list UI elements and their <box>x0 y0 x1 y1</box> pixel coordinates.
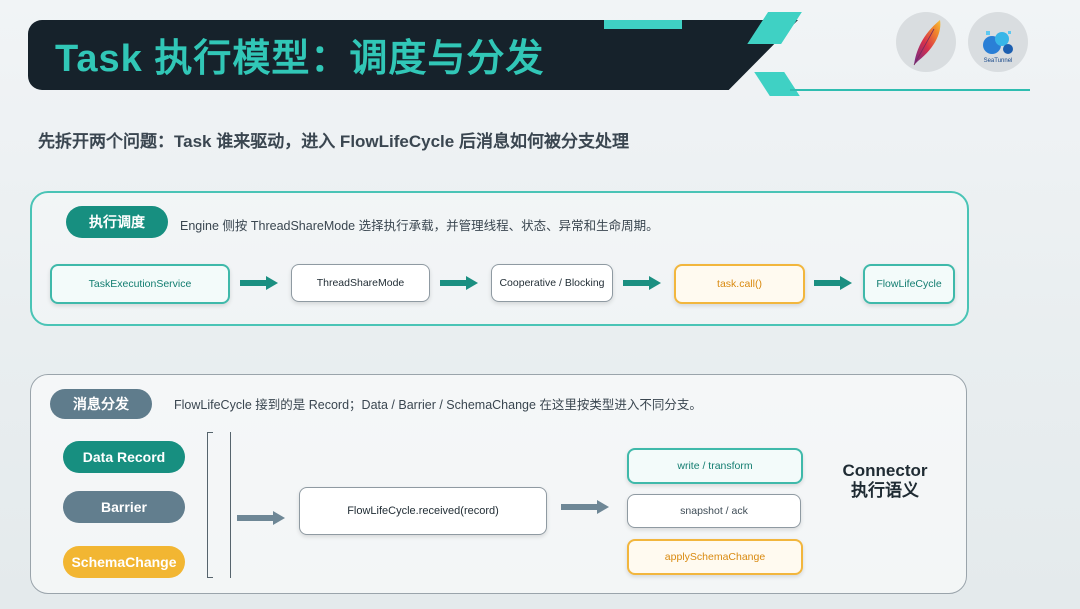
header-underline <box>790 89 1030 91</box>
feather-logo <box>896 12 956 72</box>
feather-icon <box>913 20 941 66</box>
node-cooperative-blocking: Cooperative / Blocking <box>491 264 613 302</box>
dispatch-label: 消息分发 <box>50 389 152 419</box>
dispatch-panel <box>30 374 967 594</box>
arrow-1 <box>240 276 278 290</box>
seatunnel-logo-text: SeaTunnel <box>983 58 1013 64</box>
output-apply-schema-change: applySchemaChange <box>627 539 803 575</box>
output-write-transform: write / transform <box>627 448 803 484</box>
arrow-2 <box>440 276 478 290</box>
seatunnel-icon <box>983 31 1013 54</box>
node-flow-life-cycle: FlowLifeCycle <box>863 264 955 304</box>
connector-label-line2: 执行语义 <box>851 481 919 500</box>
scheduling-panel <box>30 191 969 326</box>
node-task-execution-service: TaskExecutionService <box>50 264 230 304</box>
connector-label-line1: Connector <box>842 461 928 480</box>
banner-accent-bar <box>604 20 682 29</box>
input-barrier: Barrier <box>63 491 185 523</box>
page-title: Task 执行模型：调度与分发 <box>55 38 545 80</box>
output-snapshot-ack: snapshot / ack <box>627 494 801 528</box>
input-data-record: Data Record <box>63 441 185 473</box>
arrow-out-of-received <box>561 500 609 514</box>
node-flow-life-cycle-received: FlowLifeCycle.received(record) <box>299 487 547 535</box>
scheduling-description: Engine 侧按 ThreadShareMode 选择执行承载，并管理线程、状… <box>180 219 659 233</box>
seatunnel-logo: SeaTunnel <box>968 12 1028 72</box>
input-bracket <box>207 432 231 578</box>
arrow-3 <box>623 276 661 290</box>
title-banner <box>28 20 798 90</box>
subtitle: 先拆开两个问题：Task 谁来驱动，进入 FlowLifeCycle 后消息如何… <box>38 132 629 151</box>
node-task-call: task.call() <box>674 264 805 304</box>
input-schema-change: SchemaChange <box>63 546 185 578</box>
scheduling-label: 执行调度 <box>66 206 168 238</box>
dispatch-description: FlowLifeCycle 接到的是 Record；Data / Barrier… <box>174 398 702 412</box>
connector-semantics-label: Connector 执行语义 <box>830 461 940 501</box>
arrow-into-received <box>237 511 285 525</box>
node-thread-share-mode: ThreadShareMode <box>291 264 430 302</box>
arrow-4 <box>814 276 852 290</box>
banner-accent-slash-lower <box>754 72 800 96</box>
